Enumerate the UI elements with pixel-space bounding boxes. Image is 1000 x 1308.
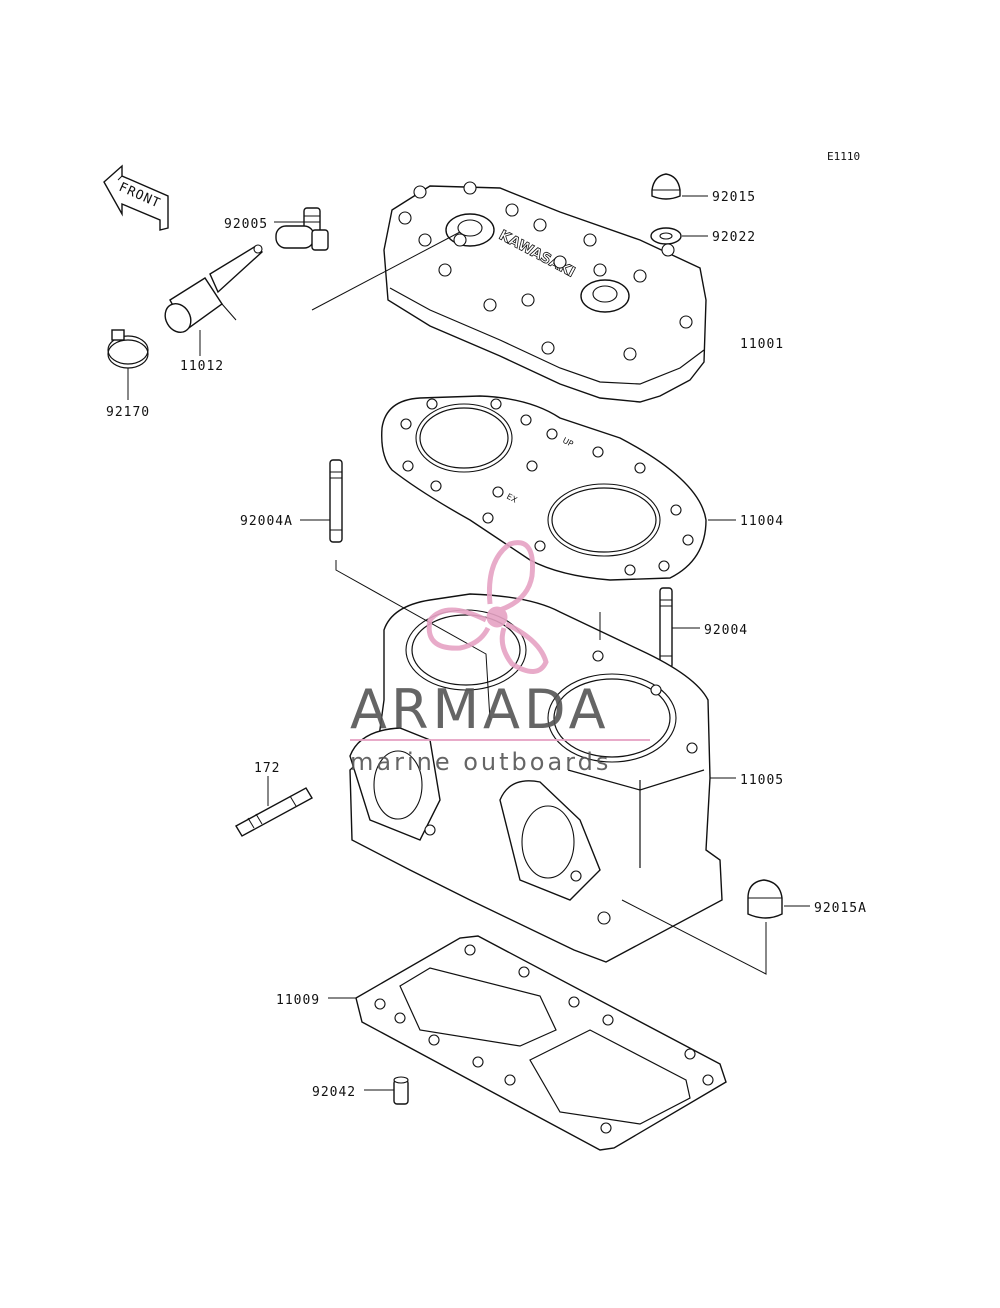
stud-92004A	[329, 459, 343, 543]
dowel-92042	[393, 1076, 409, 1105]
clamp-92170	[107, 329, 149, 369]
cap-nut-92015	[651, 173, 681, 200]
label-92015A: 92015A	[814, 901, 867, 916]
label-92004: 92004	[704, 623, 748, 638]
diagram-ref-code: E1110	[827, 150, 860, 163]
armada-propeller-logo	[426, 540, 549, 674]
front-arrow-icon: FRONT	[103, 164, 169, 231]
label-11005: 11005	[740, 773, 784, 788]
watermark-tagline: marine outboards	[350, 748, 611, 776]
cap-nut-92015A	[747, 879, 783, 919]
base-gasket-11009	[355, 935, 727, 1151]
cylinder-head-11001: KAWASAKI	[383, 181, 707, 403]
part-labels: 92015 92022 92005 11012 92170 11001 9200…	[106, 190, 867, 1100]
watermark-brand: ARMADA	[350, 678, 610, 741]
label-92004A: 92004A	[240, 514, 293, 529]
label-92015: 92015	[712, 190, 756, 205]
label-92170: 92170	[106, 405, 150, 420]
label-11012: 11012	[180, 359, 224, 374]
label-11004: 11004	[740, 514, 784, 529]
gasket-up-mark: UP	[561, 436, 575, 449]
label-92022: 92022	[712, 230, 756, 245]
label-11009: 11009	[276, 993, 320, 1008]
washer-92022	[650, 227, 682, 245]
label-172: 172	[254, 761, 280, 776]
sensor-11012	[164, 244, 264, 334]
leader-lines	[127, 195, 810, 1091]
cylinder-block-11005	[349, 593, 723, 963]
stud-92004	[659, 587, 673, 669]
watermark: ARMADA marine outboards	[350, 540, 650, 776]
label-11001: 11001	[740, 337, 784, 352]
head-gasket-11004: UP EX	[381, 395, 707, 581]
stud-172	[235, 787, 313, 837]
fitting-92005	[275, 207, 329, 251]
label-92005: 92005	[224, 217, 268, 232]
label-92042: 92042	[312, 1085, 356, 1100]
